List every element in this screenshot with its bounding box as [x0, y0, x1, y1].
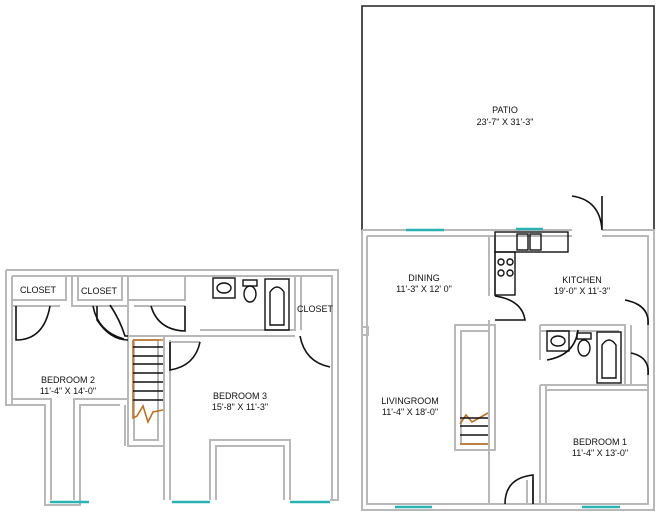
- lower-doors: [494, 195, 649, 505]
- door-icon: [15, 305, 51, 341]
- sink-icon: [516, 233, 529, 251]
- kitchen-dims: 19'-0" X 11'-3": [554, 286, 610, 296]
- door-icon: [150, 305, 186, 332]
- bathtub-icon: [264, 278, 290, 331]
- door-icon: [494, 295, 526, 321]
- dining-label: DINING: [408, 273, 440, 283]
- stove-icon: [494, 251, 516, 296]
- door-icon: [630, 352, 649, 376]
- toilet-icon: [576, 332, 592, 340]
- upper-floor: [5, 269, 339, 506]
- door-icon: [299, 335, 331, 368]
- door-icon: [169, 341, 201, 371]
- dining-dims: 11'-3" X 12' 0": [396, 284, 452, 294]
- closet-label: CLOSET: [81, 286, 118, 296]
- upper-stairs: [132, 339, 164, 425]
- door-icon: [624, 299, 649, 326]
- closet-label: CLOSET: [20, 285, 57, 295]
- lower-floor: [361, 5, 655, 511]
- room-labels: CLOSET CLOSET CLOSET BEDROOM 2 11'-4" X …: [20, 105, 628, 458]
- livingroom-dims: 11'-4" X 18'-0": [382, 407, 438, 417]
- upper-bath-fixtures: [212, 277, 290, 331]
- closet-label: CLOSET: [297, 304, 334, 314]
- lower-windows: [395, 227, 620, 509]
- patio-dims: 23'-7" X 31'-3": [477, 117, 534, 127]
- door-icon: [96, 306, 129, 341]
- bathtub-icon: [596, 331, 622, 384]
- bedroom-3-label: BEDROOM 3: [213, 391, 267, 401]
- kitchen-label: KITCHEN: [562, 275, 602, 285]
- kitchen-counters: [494, 231, 569, 296]
- bedroom-1-dims: 11'-4" X 13'-0": [572, 448, 628, 458]
- toilet-icon: [242, 279, 258, 287]
- livingroom-label: LIVINGROOM: [381, 396, 439, 406]
- bedroom-3-dims: 15'-8" X 11'-3": [212, 402, 268, 412]
- bedroom-1-label: BEDROOM 1: [573, 437, 627, 447]
- door-icon: [546, 329, 579, 361]
- patio-label: PATIO: [492, 105, 518, 115]
- sink-icon: [546, 330, 570, 352]
- upper-doors: [15, 304, 331, 371]
- door-icon: [109, 304, 128, 337]
- bedroom-2-dims: 11'-4" X 14'-0": [40, 386, 96, 396]
- entry-door-icon: [504, 474, 534, 505]
- patio-outline: [361, 5, 655, 230]
- bedroom-2-label: BEDROOM 2: [41, 375, 95, 385]
- counter-icon: [494, 231, 569, 253]
- lower-stairs: [459, 412, 489, 445]
- sink-icon: [212, 277, 236, 299]
- patio-door-icon: [571, 195, 603, 231]
